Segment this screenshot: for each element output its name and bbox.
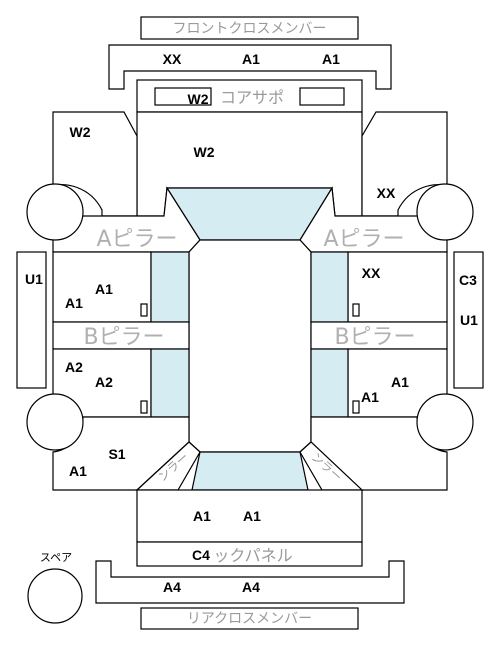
rear-cross-member[interactable]: [95, 560, 405, 604]
left-rear-wheel[interactable]: [26, 393, 84, 451]
right-b-pillar[interactable]: [310, 321, 448, 350]
front-cross-member-label: フロントクロスメンバー: [173, 21, 327, 37]
left-b-pillar-label: Bピラー: [83, 325, 164, 350]
trunk-lid[interactable]: [136, 489, 363, 543]
rear-cm-code-1: A4: [163, 579, 181, 595]
core-support-label: コアサポ: [220, 88, 284, 107]
left-b-pillar[interactable]: [52, 321, 190, 350]
back-panel-label: ックパネル: [213, 546, 292, 565]
rear-window[interactable]: [191, 451, 309, 491]
right-front-wheel[interactable]: [416, 183, 474, 241]
right-rocker-code-2: U1: [460, 312, 478, 328]
back-panel[interactable]: [136, 541, 363, 567]
front-cm-code-1: XX: [163, 51, 182, 67]
trunk-code-1: A1: [193, 508, 211, 524]
core-support-right-opening: [299, 87, 345, 106]
right-rear-door-code-1: A1: [391, 374, 409, 390]
trunk-code-2: A1: [243, 508, 261, 524]
right-rocker-code-1: C3: [459, 272, 477, 288]
left-quarter-code-2: A1: [69, 463, 87, 479]
rear-cm-code-2: A4: [242, 579, 260, 595]
right-b-pillar-label: Bピラー: [334, 325, 415, 350]
core-support-left-opening: [154, 87, 212, 106]
left-rear-door-code-1: A2: [65, 359, 83, 375]
left-rocker-panel[interactable]: [16, 251, 47, 389]
front-cross-member-label-box: [140, 16, 359, 40]
front-cm-code-3: A1: [322, 51, 340, 67]
left-front-door-code-1: A1: [95, 281, 113, 297]
left-quarter-code-1: S1: [108, 446, 125, 462]
roof[interactable]: [188, 239, 312, 453]
right-fender-code: XX: [377, 185, 396, 201]
right-front-window[interactable]: [310, 251, 349, 323]
left-fender-code: W2: [70, 124, 91, 140]
right-rear-window[interactable]: [310, 348, 349, 418]
right-a-pillar-label: Aピラー: [323, 227, 404, 252]
left-front-handle: [140, 303, 148, 317]
right-front-door[interactable]: [347, 251, 448, 323]
right-rocker-panel[interactable]: [453, 251, 484, 389]
spare-tire[interactable]: [27, 568, 83, 624]
left-front-wheel[interactable]: [26, 183, 84, 241]
right-rear-handle: [352, 400, 360, 414]
front-cross-member[interactable]: [108, 44, 392, 90]
left-rear-door-code-2: A2: [95, 374, 113, 390]
left-rocker-code: U1: [25, 271, 43, 287]
left-rear-window[interactable]: [150, 348, 190, 418]
right-front-handle: [352, 303, 360, 317]
back-panel-code: C4: [192, 547, 210, 563]
hood-code: W2: [194, 144, 215, 160]
core-support-code: W2: [188, 91, 209, 107]
right-rear-door-code-2: A1: [361, 389, 379, 405]
rear-cross-member-label: リアクロスメンバー: [187, 611, 312, 627]
left-front-door-code-2: A1: [65, 295, 83, 311]
right-rear-wheel[interactable]: [416, 393, 474, 451]
right-front-door-code: XX: [362, 265, 381, 281]
front-cm-code-2: A1: [242, 51, 260, 67]
left-a-pillar-label: Aピラー: [96, 227, 177, 252]
spare-label: スペア: [40, 551, 72, 564]
rear-cross-member-label-box: [140, 607, 359, 630]
left-front-window[interactable]: [150, 251, 190, 323]
left-rear-handle: [140, 400, 148, 414]
